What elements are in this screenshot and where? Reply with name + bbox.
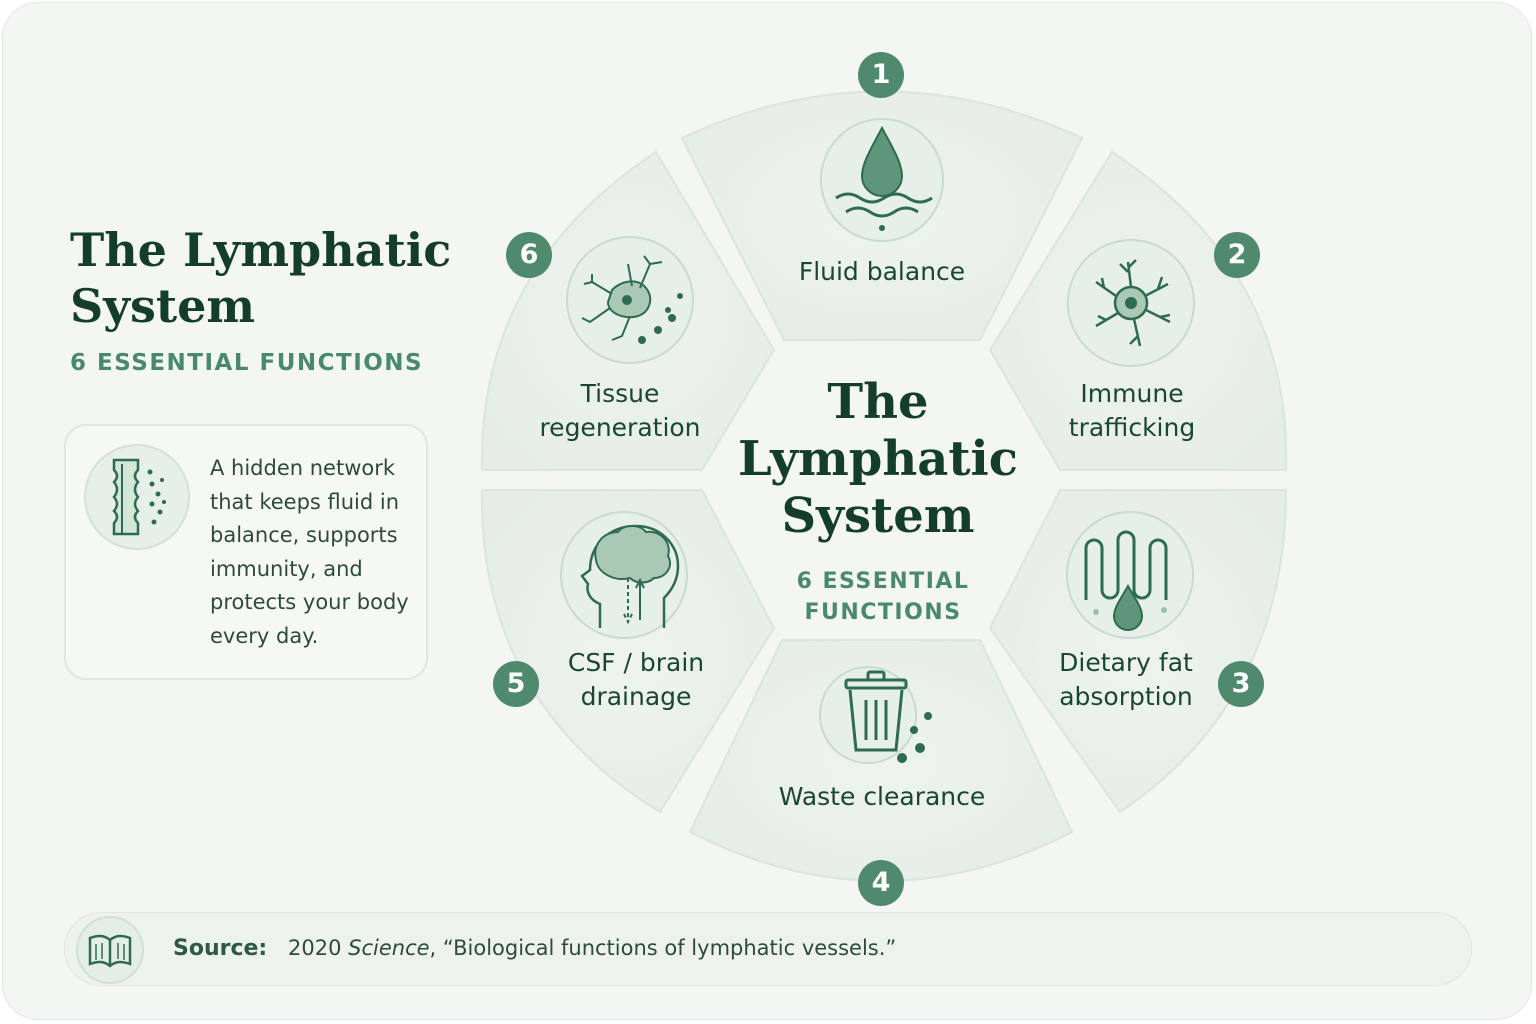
function-label-6: Tissue regeneration [539,379,701,442]
source-quote: , “Biological functions of lymphatic ves… [429,936,897,960]
function-label-1: Fluid balance [798,257,966,286]
source-label: Source: [173,936,268,961]
number-badge-4: 4 [858,860,904,906]
lymph-vessel-icon [84,444,190,550]
book-icon [76,916,144,984]
page-subtitle: 6 ESSENTIAL FUNCTIONS [70,350,424,376]
function-label-4: Waste clearance [778,782,986,811]
segment-csf-brain-drainage [480,489,776,814]
function-label-5: CSF / brain drainage [567,648,705,711]
function-label-2: Immune trafficking [1068,379,1196,442]
center-title: The Lymphatic System [738,374,1018,544]
page-title: The Lymphatic System [70,223,452,333]
number-badge-1: 1 [858,52,904,98]
intestine-fat-icon [1066,511,1194,639]
source-journal: Science [348,936,430,960]
tissue-cell-icon [566,236,694,364]
immune-cell-icon [1067,239,1195,367]
number-badge-6: 6 [506,232,552,278]
trash-bin-icon [819,666,932,764]
brain-head-icon [560,511,688,639]
number-badge-5: 5 [493,661,539,707]
description-text: A hidden network that keeps fluid in bal… [210,456,409,648]
source-year: 2020 [288,936,342,960]
water-drop-icon [820,118,944,242]
source-citation: 2020 Science, “Biological functions of l… [288,936,896,960]
number-badge-2: 2 [1214,232,1260,278]
function-label-3: Dietary fat absorption [1059,648,1193,711]
center-subtitle: 6 ESSENTIAL FUNCTIONS [796,569,970,625]
number-badge-3: 3 [1218,661,1264,707]
source-bar [64,912,1472,986]
